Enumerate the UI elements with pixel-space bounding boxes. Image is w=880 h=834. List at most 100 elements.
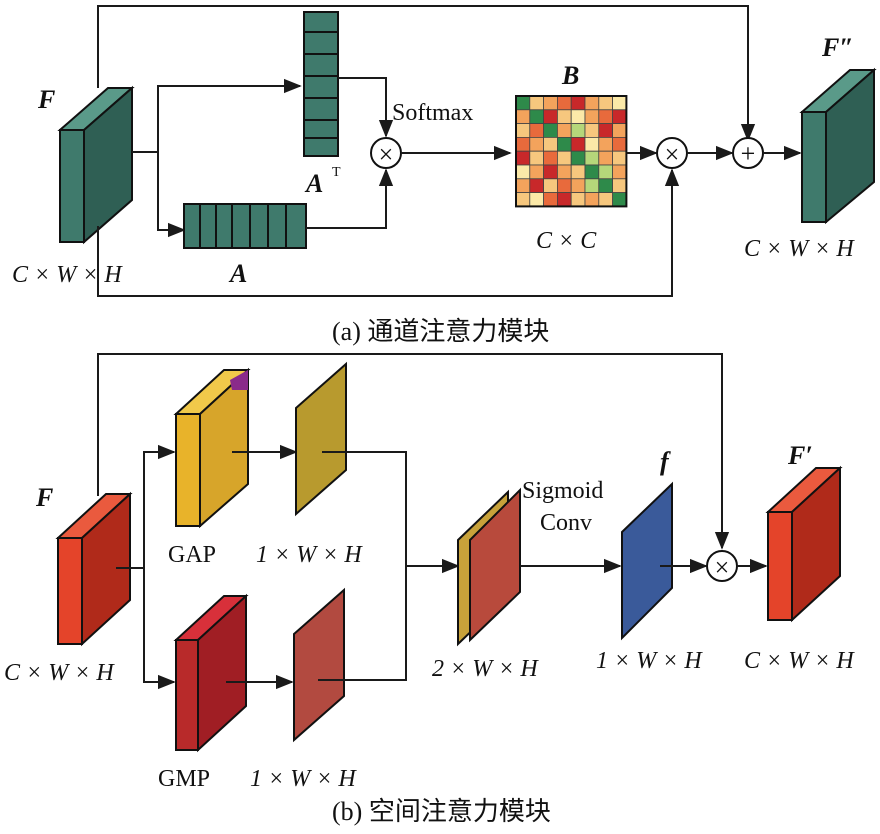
b-matrix-cell: [543, 123, 558, 138]
b-matrix-cell: [598, 123, 613, 138]
input-label-a: F: [37, 85, 55, 114]
b-matrix-cell: [529, 150, 544, 166]
concat-plane-front: [469, 487, 521, 643]
sigmoid-label: Sigmoid: [522, 478, 603, 504]
f-plane: [621, 481, 673, 641]
gap-cuboid: [173, 367, 251, 529]
b-matrix-cell: [515, 192, 531, 207]
b-matrix-cell: [584, 136, 600, 152]
b-matrix-cell: [529, 192, 544, 207]
input-dim-b: C × W × H: [4, 660, 115, 686]
b-matrix-cell: [612, 150, 627, 166]
b-matrix-cell: [543, 95, 558, 111]
flow-to-gap: [143, 444, 176, 568]
f-label: f: [660, 447, 671, 476]
b-matrix-cell: [584, 192, 600, 207]
b-matrix-cell: [570, 136, 586, 152]
b-matrix-cell: [515, 123, 531, 138]
input-feature-f-b: [55, 491, 133, 647]
b-matrix-cell: [557, 192, 572, 207]
b-matrix-cell: [529, 136, 544, 152]
b-matrix-cell: [557, 136, 572, 152]
gap-dim: 1 × W × H: [256, 542, 363, 568]
gmp-merge: [318, 566, 407, 681]
at-superscript: T: [332, 165, 341, 180]
caption-a: (a) 通道注意力模块: [332, 317, 549, 346]
b-matrix-cell: [529, 109, 544, 125]
b-matrix-cell: [529, 123, 544, 138]
b-matrix-cell: [612, 109, 627, 125]
b-matrix-cell: [543, 136, 558, 152]
b-matrix-cell: [557, 178, 572, 194]
skip-connection-a: [97, 5, 756, 142]
gmp-label: GMP: [158, 766, 210, 792]
b-matrix-cell: [543, 109, 558, 125]
b-matrix-cell: [557, 95, 572, 111]
b-matrix-cell: [570, 109, 586, 125]
b-matrix-cell: [598, 164, 613, 180]
b-matrix-cell: [598, 178, 613, 194]
multiply-symbol-1: ×: [379, 140, 394, 169]
b-dim: C × C: [536, 228, 597, 254]
b-matrix-cell: [584, 150, 600, 166]
b-matrix-cell: [598, 95, 613, 111]
input-label-b: F: [35, 483, 53, 512]
b-label: B: [561, 61, 579, 90]
b-matrix-cell: [612, 136, 627, 152]
flow-to-a: [157, 152, 186, 238]
b-matrix-cell: [515, 150, 531, 166]
b-matrix-cell: [584, 109, 600, 125]
b-matrix-cell: [612, 192, 627, 207]
at-to-multiply: [338, 77, 394, 138]
b-matrix-cell: [584, 123, 600, 138]
input-feature-f-a: [57, 85, 135, 245]
gmp-plane: [293, 587, 345, 743]
b-matrix-cell: [557, 109, 572, 125]
b-matrix-cell: [612, 164, 627, 180]
b-matrix-cell: [515, 95, 531, 111]
b-matrix-cell: [515, 178, 531, 194]
output-label-b: F′: [787, 441, 813, 470]
a-to-multiply: [306, 168, 394, 229]
b-matrix-cell: [529, 178, 544, 194]
flow-to-gmp: [143, 568, 176, 690]
multiply-symbol-2: ×: [665, 140, 680, 169]
gap-plane: [295, 361, 347, 517]
a-matrix: [183, 203, 307, 249]
output-dim-b: C × W × H: [744, 648, 855, 674]
b-matrix-cell: [543, 164, 558, 180]
b-matrix-cell: [598, 150, 613, 166]
input-dim-a: C × W × H: [12, 262, 123, 288]
skip-connection-b: [97, 353, 730, 550]
b-matrix-cell: [612, 123, 627, 138]
output-label-a: F″: [821, 33, 854, 62]
conv-label: Conv: [540, 510, 592, 536]
spatial-attention-module: F C × W × H GAP 1 × W × H GMP 1 × W × H: [4, 353, 855, 826]
gmp-cuboid: [173, 593, 249, 753]
add-symbol: +: [741, 139, 756, 168]
b-matrix-cell: [584, 164, 600, 180]
b-matrix-cell: [612, 178, 627, 194]
at-matrix: [303, 11, 339, 157]
b-matrix-cell: [570, 123, 586, 138]
b-matrix-cell: [543, 178, 558, 194]
flow-to-at: [132, 78, 302, 153]
gap-merge: [322, 451, 407, 566]
b-matrix-cell: [570, 164, 586, 180]
residual-f-to-multiply: [97, 168, 680, 297]
b-matrix-cell: [598, 109, 613, 125]
b-matrix-cell: [570, 95, 586, 111]
gap-label: GAP: [168, 542, 216, 568]
b-matrix-cell: [557, 164, 572, 180]
b-matrix-cell: [515, 109, 531, 125]
b-matrix-cell: [570, 150, 586, 166]
output-feature-f2: [799, 67, 877, 225]
b-matrix-cell: [557, 150, 572, 166]
multiply-symbol-b: ×: [715, 553, 730, 582]
b-matrix-cell: [584, 178, 600, 194]
b-matrix-cell: [515, 164, 531, 180]
b-matrix-cell: [598, 192, 613, 207]
f-dim: 1 × W × H: [596, 648, 703, 674]
caption-b: (b) 空间注意力模块: [332, 797, 551, 826]
